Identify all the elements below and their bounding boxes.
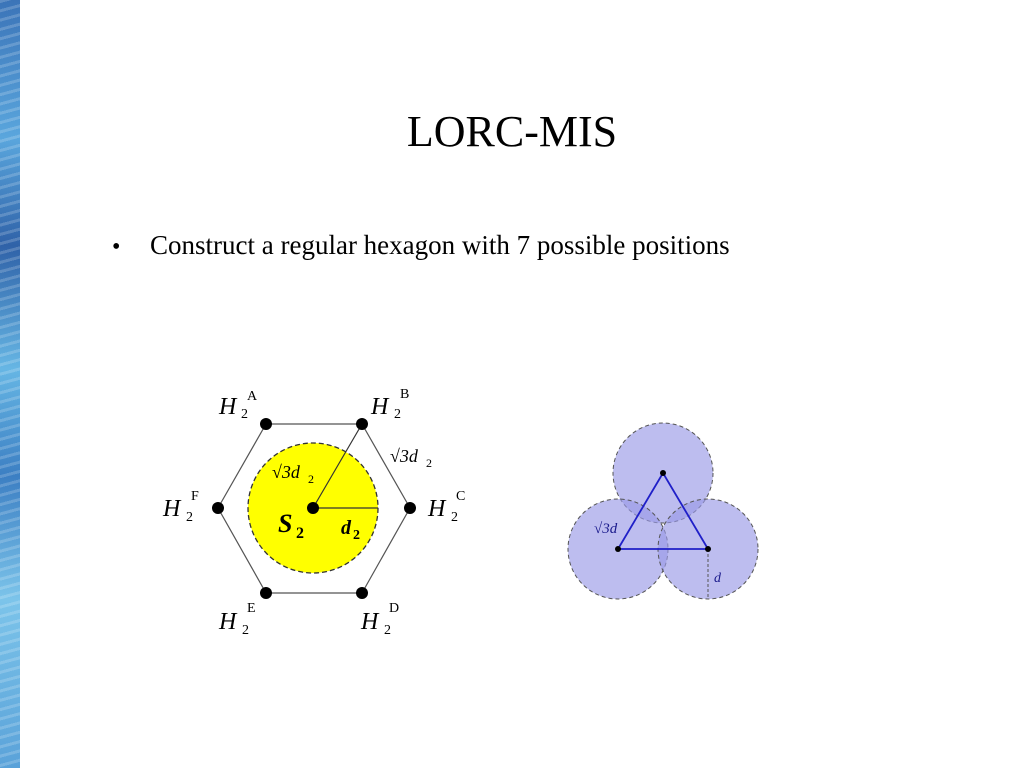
radius-label: d 2 [341,517,360,543]
slide-decoration-strip [0,0,20,768]
vertex-node-d [356,587,368,599]
sensor-label: S 2 [278,509,304,542]
three-circle-diagram: √3d d [567,422,759,600]
vertex-label-a: H 2 A [218,389,258,422]
slide-title: LORC-MIS [406,107,618,156]
vertex-node-c [404,502,416,514]
vertex-label-c: H 2 C [427,489,465,525]
vertex-node-b [356,418,368,430]
bullet-item: • Construct a regular hexagon with 7 pos… [112,230,730,261]
bullet-text: Construct a regular hexagon with 7 possi… [150,230,730,260]
node-right [705,546,711,552]
node-left [615,546,621,552]
vertex-label-b: H 2 B [370,387,409,422]
vertex-node-e [260,587,272,599]
vertex-node-a [260,418,272,430]
node-top [660,470,666,476]
vertex-label-f: H 2 F [162,489,199,525]
inner-distance-label: √3d 2 [272,462,314,486]
sensor-node [307,502,319,514]
bullet-dot-icon: • [112,234,121,260]
vertex-label-e: H 2 E [218,601,256,638]
vertex-node-f [212,502,224,514]
radius-label: d [714,571,722,586]
node-triangle [616,471,710,550]
line-to-vertex-b [312,423,363,509]
vertex-label-d: H 2 D [360,601,399,638]
hexagon-diagram: H 2 A H 2 B H 2 C H 2 D H 2 E H 2 F [162,387,465,638]
side-length-label: √3d [594,521,618,537]
edge-distance-label: √3d 2 [390,446,432,470]
bullet-list: • Construct a regular hexagon with 7 pos… [112,230,730,261]
